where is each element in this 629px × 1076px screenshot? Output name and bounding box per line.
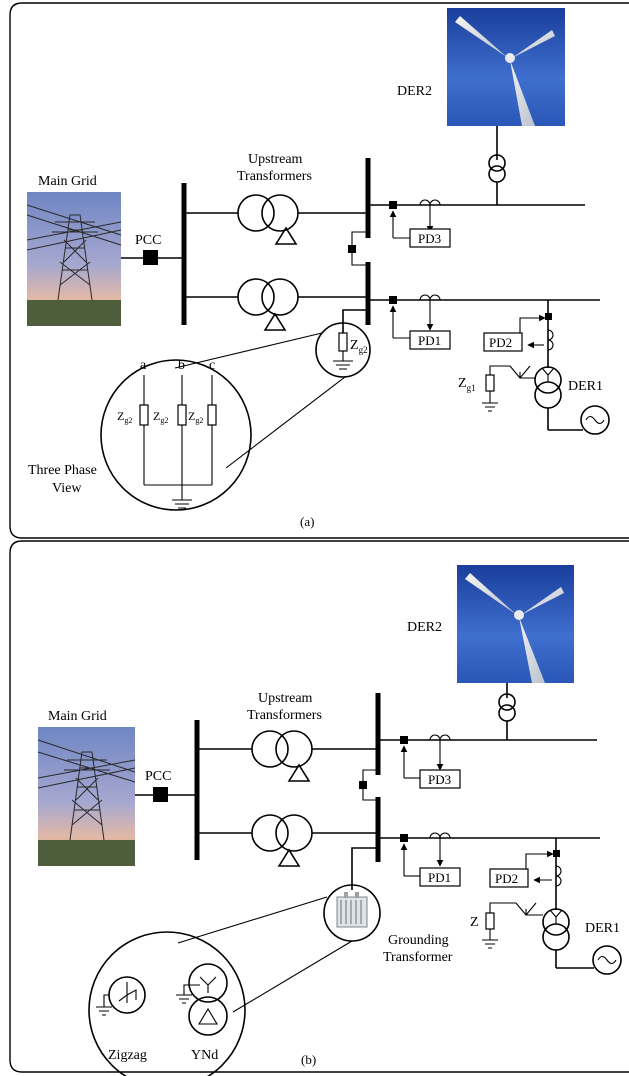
upstream-transformer-1 [197, 730, 376, 782]
der2-label: DER2 [407, 620, 442, 635]
phase-b-label: b [178, 358, 185, 373]
zg2-a-label: Zg2 [117, 409, 132, 425]
pcc-label: PCC [145, 769, 171, 784]
ynd-label: YNd [191, 1048, 218, 1063]
upstream-transformer-2 [184, 278, 366, 331]
delta-icon [287, 763, 311, 782]
grounding-label-2: Transformer [383, 950, 453, 965]
zigzag-transformer-icon [96, 976, 146, 1016]
grounding-label-1: Grounding [388, 933, 449, 948]
ynd-transformer-icon [176, 963, 228, 1036]
main-grid-label: Main Grid [38, 174, 97, 189]
pd3-box [419, 769, 461, 789]
phase-c-label: c [209, 358, 215, 373]
zigzag-label: Zigzag [108, 1048, 147, 1063]
main-grid-photo [37, 727, 136, 866]
three-phase-label-1: Three Phase [28, 463, 97, 478]
bus-tie-breaker [359, 781, 367, 789]
upstream-label-2: Transformers [237, 169, 312, 184]
caption-b: (b) [301, 1052, 316, 1067]
pd3-label: PD3 [428, 772, 451, 787]
pd2-box [483, 332, 523, 352]
zg2-c-label: Zg2 [188, 409, 203, 425]
pcc-label: PCC [135, 233, 161, 248]
upstream-transformer-2 [197, 814, 376, 867]
bus-tie-breaker [348, 245, 356, 253]
main-grid-photo [26, 192, 122, 326]
pd2-label: PD2 [489, 335, 512, 350]
zg2-label: Zg2 [350, 338, 368, 355]
three-phase-view-circle [100, 359, 252, 511]
three-phase-label-2: View [52, 481, 82, 496]
der1-generator-icon [592, 945, 622, 975]
pd1-label: PD1 [428, 870, 451, 885]
panel-a: Main Grid PCC Upstream Transformers [9, 2, 629, 539]
pcc-breaker [143, 250, 158, 265]
main-grid-label: Main Grid [48, 709, 107, 724]
upstream-label-1: Upstream [258, 691, 313, 706]
upstream-label-1: Upstream [248, 152, 303, 167]
pd3-box [409, 228, 451, 248]
upstream-label-2: Transformers [247, 708, 322, 723]
delta-icon [277, 848, 301, 867]
transformer-types-circle [88, 931, 246, 1076]
delta-icon [274, 226, 298, 245]
pcc-breaker [153, 787, 168, 802]
grounding-transformer-photo [336, 892, 368, 928]
pd1-box [409, 330, 451, 350]
pd3-label: PD3 [418, 231, 441, 246]
pd2-label: PD2 [495, 871, 518, 886]
panel-b: Main Grid PCC Upstream Transformers [9, 540, 629, 1076]
der1-generator-icon [580, 405, 610, 435]
pd1-box [419, 867, 461, 887]
delta-icon [263, 312, 287, 331]
zg2-b-label: Zg2 [153, 409, 168, 425]
zg2-grounding-circle [315, 322, 371, 378]
der2-label: DER2 [397, 84, 432, 99]
der1-label: DER1 [585, 921, 620, 936]
z-label: Z [470, 915, 479, 930]
zg1-label: Zg1 [458, 376, 476, 393]
phase-a-label: a [140, 358, 147, 373]
der2-wind-turbine-photo [457, 565, 574, 683]
der1-label: DER1 [568, 379, 603, 394]
pd1-label: PD1 [418, 333, 441, 348]
der2-wind-turbine-photo [447, 8, 565, 126]
pd2-box [489, 868, 529, 888]
caption-a: (a) [300, 514, 314, 529]
upstream-transformer-1 [184, 194, 366, 245]
